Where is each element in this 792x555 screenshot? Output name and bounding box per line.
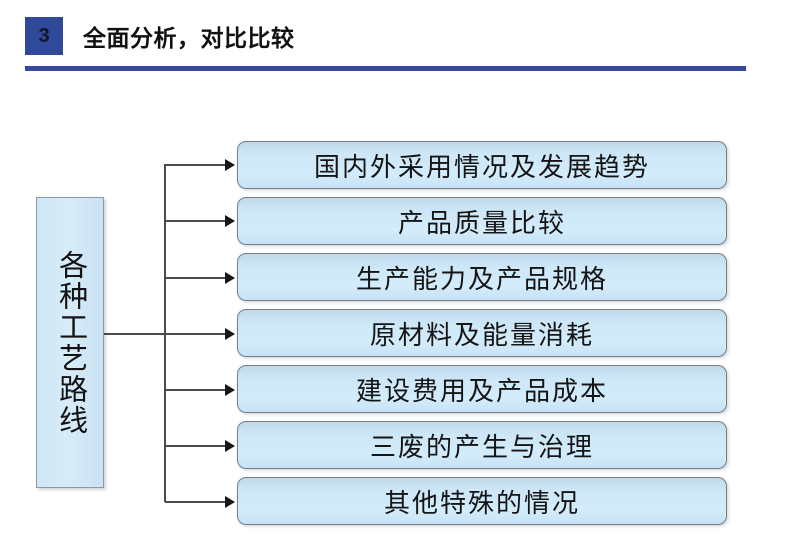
tree-leaf-label-7: 其他特殊的情况: [383, 488, 580, 518]
tree-leaf-node-4[interactable]: 原材料及能量消耗: [237, 309, 727, 357]
slide-header: 3 全面分析，对比比较: [0, 0, 792, 71]
branch-connector-6: [165, 445, 231, 447]
branch-connector-4: [165, 333, 231, 335]
arrow-icon-1: [225, 159, 235, 171]
tree-leaf-label-6: 三废的产生与治理: [369, 432, 594, 462]
tree-leaf-label-4: 原材料及能量消耗: [369, 320, 594, 350]
arrow-icon-6: [225, 440, 235, 452]
branch-connector-5: [165, 389, 231, 391]
arrow-icon-7: [225, 496, 235, 508]
branch-connector-1: [165, 164, 231, 166]
header-divider-line: [25, 66, 746, 71]
arrow-icon-5: [225, 384, 235, 396]
tree-leaf-node-3[interactable]: 生产能力及产品规格: [237, 253, 727, 301]
arrow-icon-3: [225, 272, 235, 284]
tree-leaf-node-7[interactable]: 其他特殊的情况: [237, 477, 727, 525]
branch-connector-7: [165, 501, 231, 503]
arrow-icon-4: [225, 328, 235, 340]
tree-root-node[interactable]: 各种工艺路线: [36, 197, 104, 488]
tree-root-label: 各种工艺路线: [54, 249, 87, 436]
tree-leaf-label-1: 国内外采用情况及发展趋势: [313, 152, 650, 182]
tree-leaf-node-6[interactable]: 三废的产生与治理: [237, 421, 727, 469]
branch-connector-3: [165, 277, 231, 279]
process-comparison-tree-diagram: 各种工艺路线 国内外采用情况及发展趋势 产品质量比较 生产能力及产品规格 原材料…: [0, 70, 792, 555]
root-stem-connector: [104, 333, 166, 335]
tree-leaf-node-1[interactable]: 国内外采用情况及发展趋势: [237, 141, 727, 189]
arrow-icon-2: [225, 215, 235, 227]
step-number-badge: 3: [25, 17, 63, 55]
tree-leaf-node-5[interactable]: 建设费用及产品成本: [237, 365, 727, 413]
tree-leaf-label-5: 建设费用及产品成本: [355, 376, 608, 406]
branch-connector-2: [165, 220, 231, 222]
tree-leaf-label-3: 生产能力及产品规格: [355, 264, 608, 294]
page-title: 全面分析，对比比较: [83, 25, 295, 51]
tree-leaf-label-2: 产品质量比较: [397, 208, 566, 238]
tree-leaf-node-2[interactable]: 产品质量比较: [237, 197, 727, 245]
